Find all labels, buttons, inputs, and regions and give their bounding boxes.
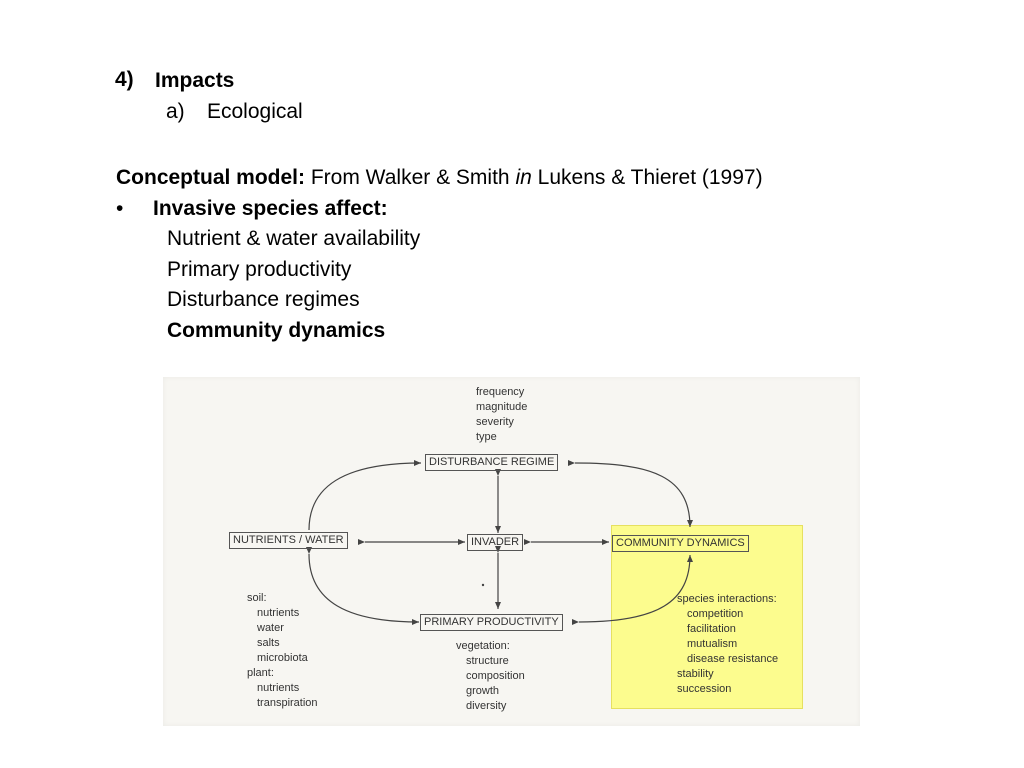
vegetation-list: vegetation: structure composition growth…: [456, 640, 525, 712]
bullet-item-nutrients: Nutrient & water availability: [167, 227, 421, 250]
item-number: 4): [115, 68, 134, 91]
arrow-productivity-community: [571, 554, 693, 626]
arrow-nutrients-disturbance: [308, 460, 422, 531]
community-list: species interactions: competition facili…: [677, 593, 779, 695]
model-source-pre: From Walker & Smith: [310, 166, 510, 189]
bullet-item-community: Community dynamics: [167, 319, 386, 342]
bullet-symbol: •: [116, 197, 124, 220]
model-source-post: Lukens & Thieret (1997): [537, 166, 763, 189]
box-community-dynamics: COMMUNITY DYNAMICS: [612, 535, 749, 552]
soil-plant-list: soil: nutrients water salts microbiota p…: [247, 592, 318, 709]
conceptual-model-figure: frequency magnitude severity type DISTUR…: [163, 377, 860, 726]
box-invader: INVADER: [467, 534, 524, 551]
box-disturbance-regime: DISTURBANCE REGIME: [425, 454, 559, 471]
bullet-item-productivity: Primary productivity: [167, 258, 352, 281]
box-primary-productivity: PRIMARY PRODUCTIVITY: [420, 614, 563, 631]
sub-title: Ecological: [207, 100, 303, 123]
bullet-item-disturbance: Disturbance regimes: [167, 288, 360, 311]
item-title: Impacts: [155, 69, 235, 92]
arrow-nutrients-productivity: [305, 546, 420, 625]
diagram-arrows: [305, 459, 693, 626]
model-source-in: in: [515, 166, 532, 189]
sub-letter: a): [166, 100, 185, 123]
bullet-heading: Invasive species affect:: [153, 197, 388, 220]
model-label: Conceptual model:: [116, 166, 306, 189]
box-nutrients-water: NUTRIENTS / WATER: [229, 532, 348, 549]
model-line: Conceptual model: From Walker & Smith in…: [116, 165, 763, 191]
disturbance-attributes: frequency magnitude severity type: [476, 386, 528, 443]
arrow-disturbance-community: [567, 459, 693, 528]
